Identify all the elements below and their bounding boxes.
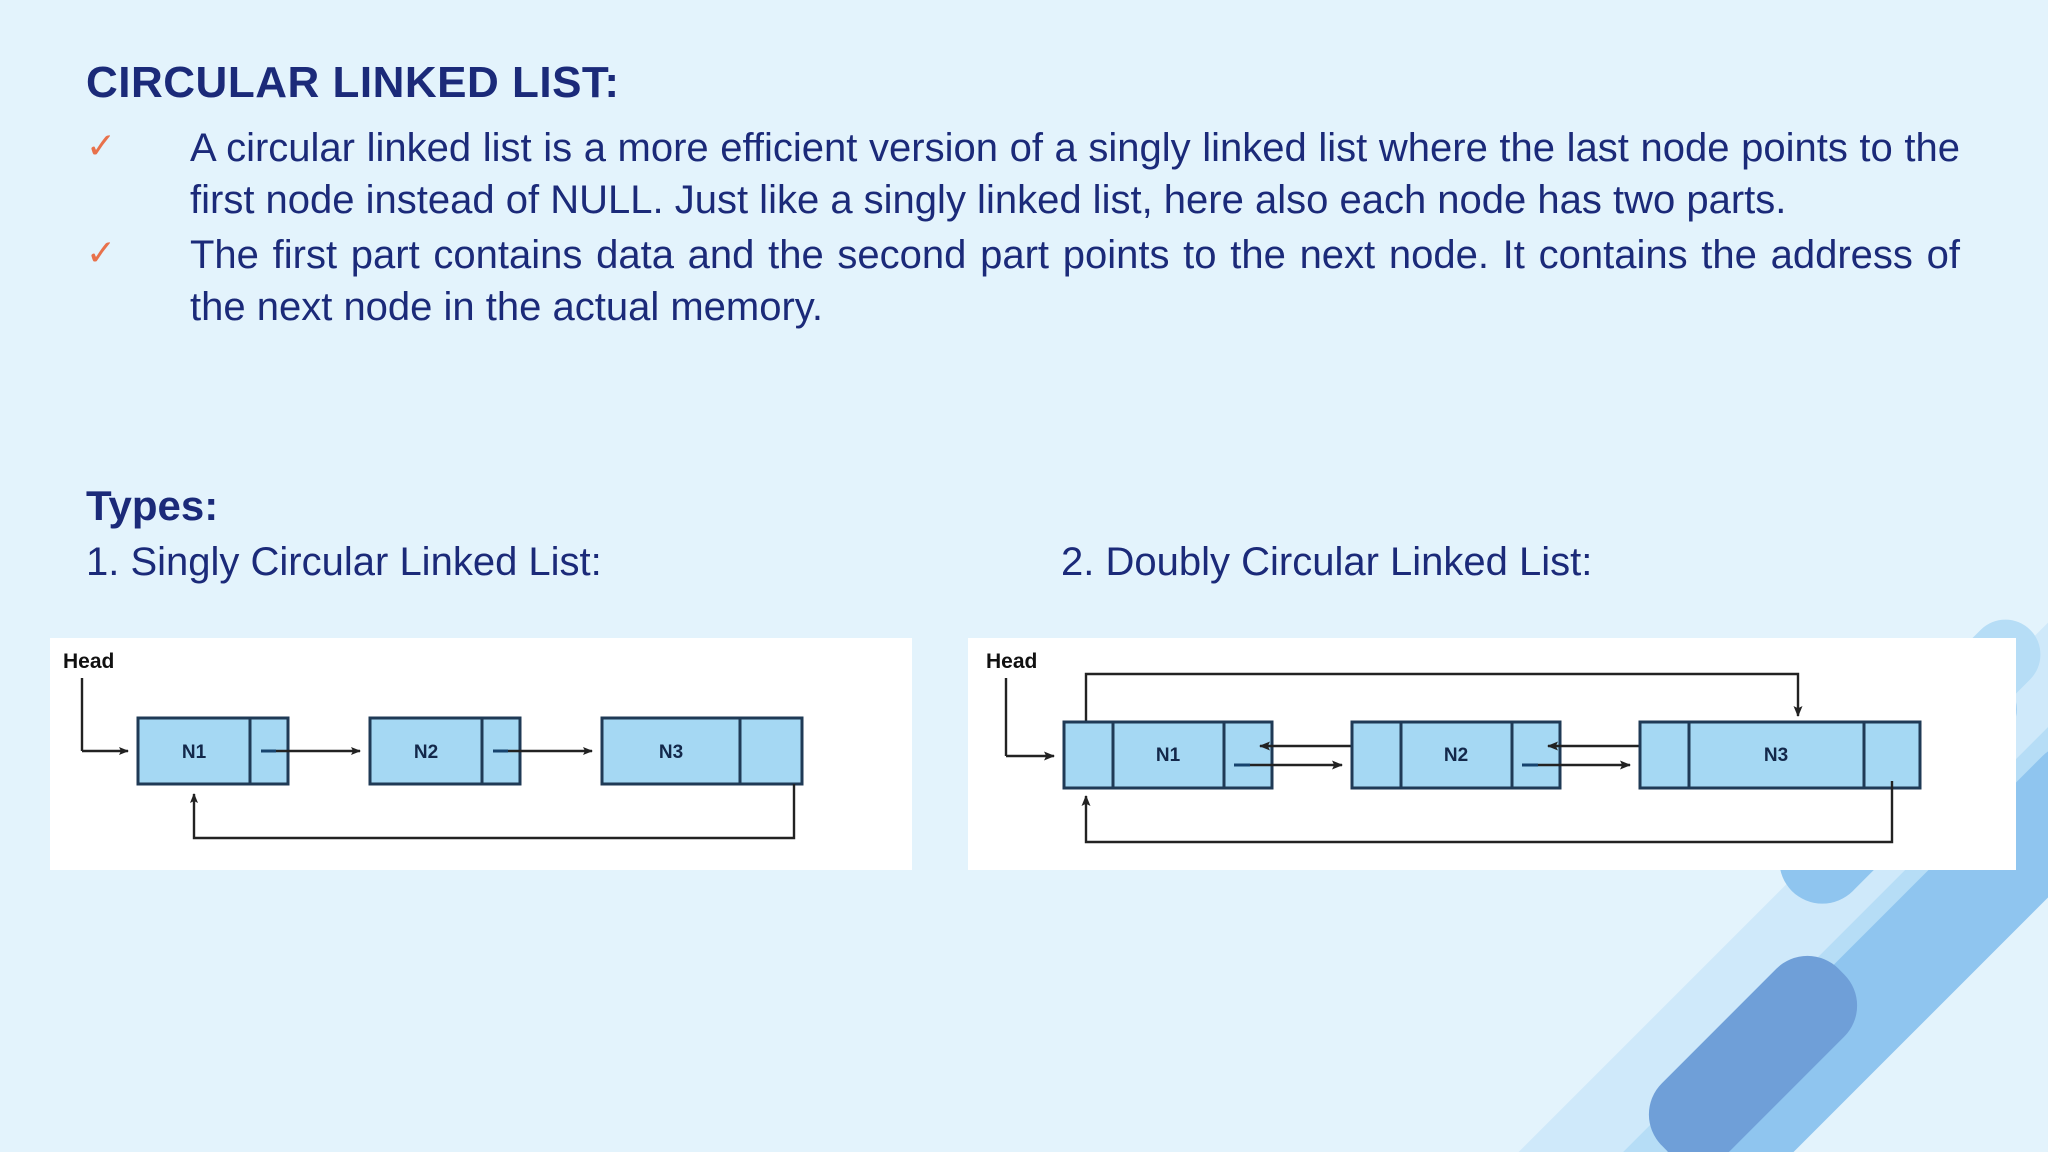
node-label-n3: N3 (1764, 745, 1788, 766)
bullet-text: A circular linked list is a more efficie… (190, 126, 1960, 223)
types-heading: Types: (86, 482, 219, 529)
types-list: 1. Singly Circular Linked List: 2. Doubl… (86, 540, 1966, 585)
node-label-n2: N2 (414, 742, 438, 763)
checkmark-icon: ✓ (86, 125, 117, 166)
node-label-n1: N1 (1156, 745, 1181, 766)
bullet-item: ✓ The first part contains data and the s… (86, 229, 1966, 334)
head-label: Head (63, 650, 114, 673)
type-item-doubly: 2. Doubly Circular Linked List: (1061, 540, 1593, 584)
type-item-singly: 1. Singly Circular Linked List: (86, 540, 602, 584)
bullet-text: The first part contains data and the sec… (190, 232, 1960, 330)
head-label: Head (986, 650, 1037, 673)
checkmark-icon: ✓ (86, 231, 117, 273)
page-title: CIRCULAR LINKED LIST: (86, 58, 620, 107)
node-label-n3: N3 (659, 742, 683, 763)
diagram-singly-circular-linked-list: Head N1 N2 N3 (50, 638, 912, 870)
bullet-list: ✓ A circular linked list is a more effic… (86, 122, 1966, 336)
diagram-doubly-circular-linked-list: Head N1 N2 (968, 638, 2016, 870)
bullet-item: ✓ A circular linked list is a more effic… (86, 122, 1966, 227)
deco-bar-4 (1630, 937, 1876, 1152)
node-label-n1: N1 (182, 742, 207, 763)
node-label-n2: N2 (1444, 745, 1468, 766)
